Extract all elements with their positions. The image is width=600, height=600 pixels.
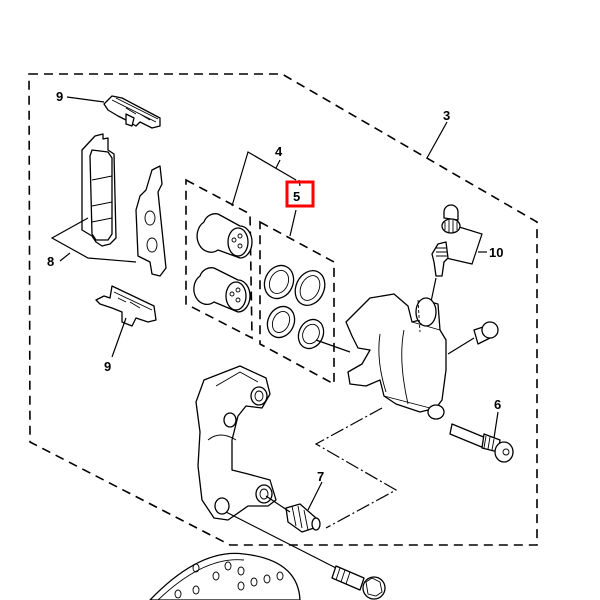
callout-7-leader [307, 481, 323, 511]
callout-6-leader [493, 411, 499, 439]
callout-8-label[interactable]: 8 [47, 254, 54, 269]
callout-9-bottom-label[interactable]: 9 [104, 359, 111, 374]
seal-kit[interactable] [259, 261, 330, 353]
piston-upper[interactable] [196, 213, 253, 259]
callout-5-leader [289, 209, 297, 237]
callout-4-bracket [231, 151, 297, 207]
bracket-mounting-bolt[interactable] [331, 565, 386, 600]
piston-lower[interactable] [193, 267, 251, 313]
brake-pad-front[interactable] [81, 133, 117, 247]
bleed-screw-cap[interactable] [441, 204, 461, 234]
brake-pad-backplate[interactable] [135, 165, 167, 277]
assembly-guide-line [314, 407, 398, 529]
callout-3-leader [426, 121, 448, 159]
callout-7-label[interactable]: 7 [317, 469, 324, 484]
caliper-assembly-boundary [28, 73, 538, 546]
pad-support-lower[interactable] [95, 285, 157, 327]
caliper-body[interactable] [345, 293, 447, 420]
slide-pin-upper[interactable] [473, 321, 499, 345]
callout-3-label[interactable]: 3 [443, 108, 450, 123]
callout-10-label[interactable]: 10 [489, 245, 503, 260]
callout-9-top-leader [66, 96, 105, 103]
callout-9-bottom-leader [111, 317, 127, 358]
seal-kit-boundary [259, 220, 335, 386]
piston-set-boundary [185, 178, 253, 340]
callout-4-label[interactable]: 4 [275, 144, 283, 159]
bleed-screw[interactable] [431, 241, 449, 277]
brake-disc [149, 552, 301, 600]
pad-support-upper[interactable] [103, 95, 161, 129]
callout-8-leader [50, 217, 137, 263]
caliper-pin-bolt[interactable] [449, 423, 514, 463]
callout-9-top-label[interactable]: 9 [56, 89, 63, 104]
highlight-box [285, 180, 315, 208]
callout-6-label[interactable]: 6 [494, 397, 501, 412]
callout-10-bracket [445, 225, 483, 265]
callout-5-label[interactable]: 5 [293, 189, 300, 204]
caliper-bracket[interactable] [195, 365, 277, 521]
pin-boot[interactable] [285, 503, 321, 533]
